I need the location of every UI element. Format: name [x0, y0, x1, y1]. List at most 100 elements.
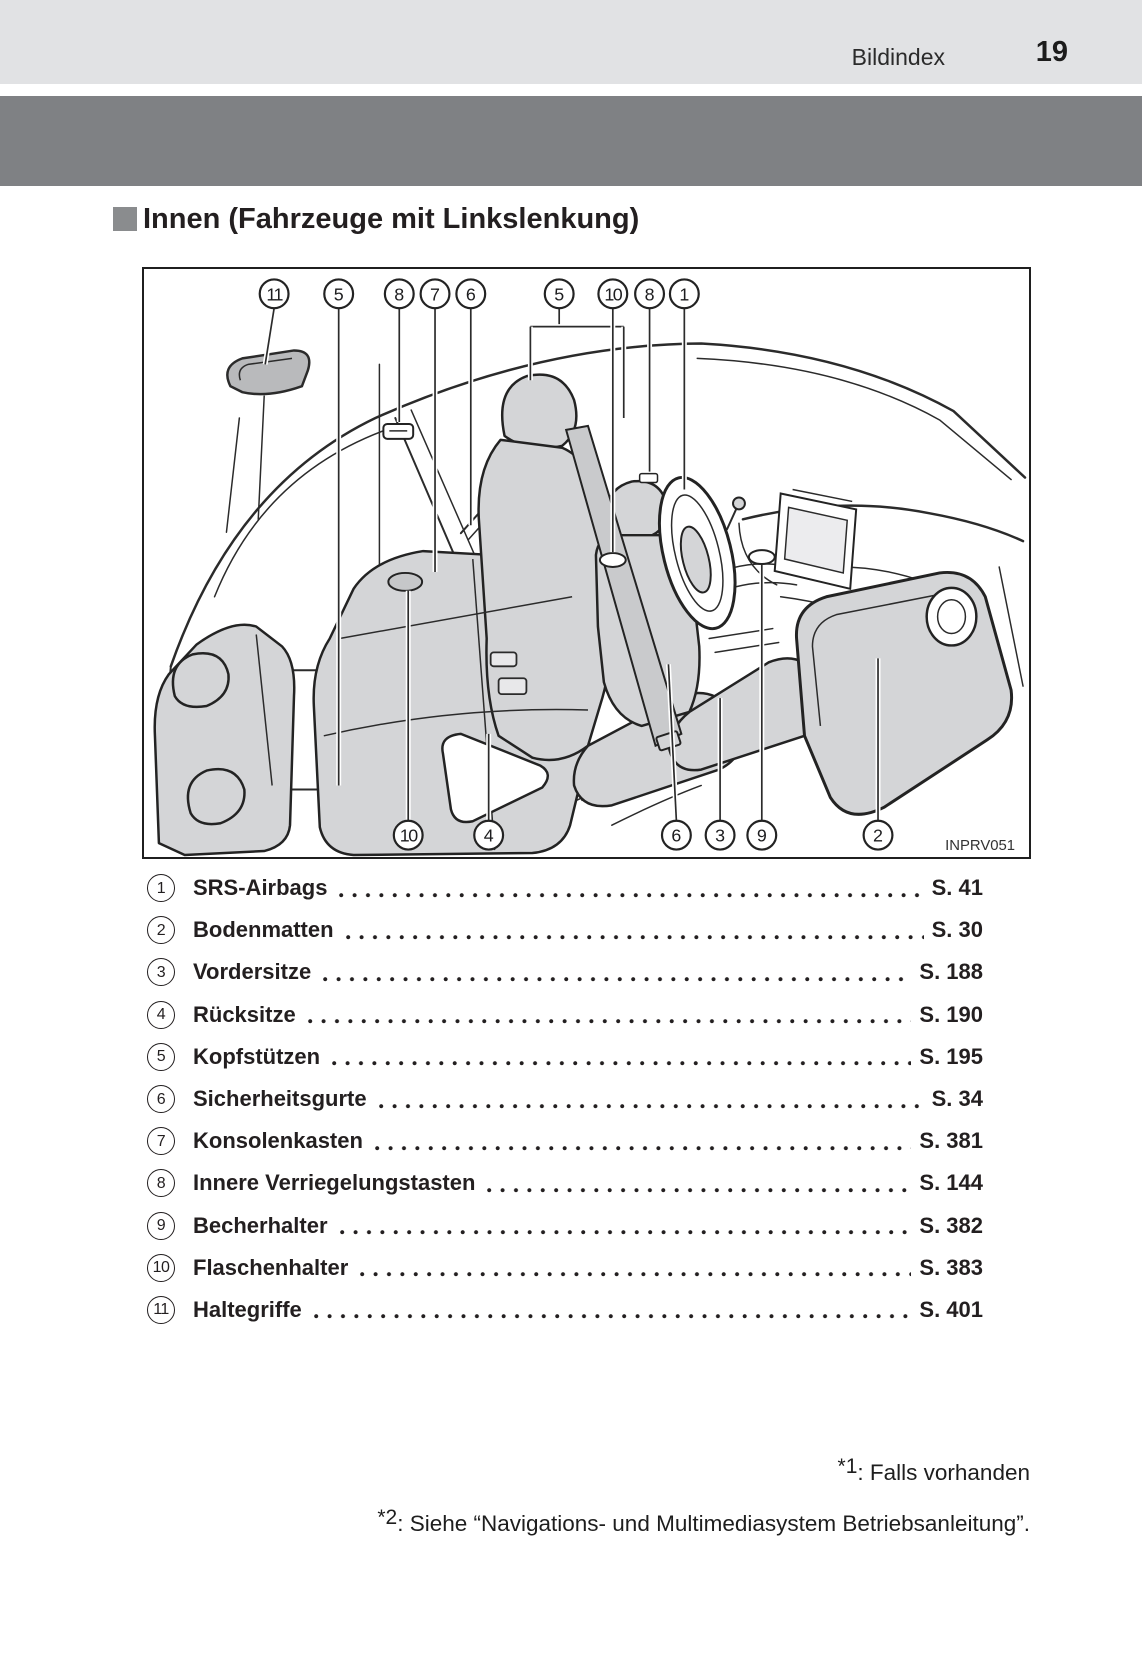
- seat-release-pocket: [441, 732, 550, 824]
- index-list-row: 3 Vordersitze S. 188: [147, 951, 983, 993]
- cup-holder: [747, 549, 776, 565]
- door-lock-button: [638, 472, 659, 484]
- index-list-row: 6 Sicherheitsgurte S. 34: [147, 1078, 983, 1120]
- index-item-page-ref: S. 144: [919, 1170, 983, 1196]
- index-item-label: Flaschenhalter: [193, 1254, 349, 1280]
- footnotes: *1: Falls vorhanden *2: Siehe “Navigatio…: [377, 1455, 1030, 1538]
- index-item-page-ref: S. 401: [919, 1296, 983, 1322]
- dotted-leader: [487, 1187, 912, 1193]
- svg-text:8: 8: [394, 284, 404, 304]
- bench-latch-lower: [497, 677, 528, 696]
- callout-number: 4: [156, 1006, 166, 1024]
- bottle-holder-front: [598, 552, 627, 568]
- dotted-leader: [378, 1103, 924, 1109]
- section-title: Innen (Fahrzeuge mit Linkslenkung): [143, 203, 640, 235]
- index-list-row: 8 Innere Verriegelungstasten S. 144: [147, 1162, 983, 1204]
- callout-number: 1: [156, 879, 166, 897]
- callout-number-badge: 9: [147, 1211, 175, 1240]
- seat-belt-strap: [564, 424, 683, 748]
- callout-number-badge: 3: [147, 958, 175, 987]
- floor-mat-shape: [795, 570, 1014, 816]
- diagram-callout-6: [455, 278, 487, 310]
- callout-number: 8: [156, 1174, 166, 1192]
- diagram-callout-1: [668, 278, 700, 310]
- svg-text:3: 3: [715, 826, 725, 846]
- dotted-leader: [339, 892, 924, 898]
- index-list-row: 11 Haltegriffe S. 401: [147, 1289, 983, 1331]
- svg-text:8: 8: [645, 284, 655, 304]
- svg-text:7: 7: [430, 284, 440, 304]
- grab-handle-shape: [226, 349, 311, 396]
- callout-number-badge: 4: [147, 1000, 175, 1029]
- dotted-leader: [360, 1272, 912, 1278]
- rear-headrest-upper: [171, 652, 230, 709]
- svg-text:4: 4: [484, 826, 494, 846]
- svg-text:1: 1: [679, 284, 689, 304]
- callout-number-badge: 5: [147, 1042, 175, 1071]
- diagram-callout-5: [543, 278, 575, 310]
- index-list-row: 5 Kopfstützen S. 195: [147, 1036, 983, 1078]
- callout-number: 7: [156, 1132, 166, 1150]
- dotted-leader: [313, 1314, 912, 1320]
- diagram-callout-8: [383, 278, 415, 310]
- svg-text:2: 2: [873, 826, 883, 846]
- index-list-row: 2 Bodenmatten S. 30: [147, 909, 983, 951]
- svg-text:6: 6: [671, 826, 681, 846]
- bottle-holder-rear: [387, 571, 424, 592]
- svg-text:10: 10: [400, 826, 418, 846]
- callout-number-badge: 8: [147, 1169, 175, 1198]
- nav-screen: [783, 506, 849, 574]
- index-item-page-ref: S. 382: [919, 1212, 983, 1238]
- index-item-page-ref: S. 383: [919, 1254, 983, 1280]
- diagram-callout-5: [323, 278, 355, 310]
- index-item-page-ref: S. 381: [919, 1128, 983, 1154]
- callout-number: 10: [152, 1259, 170, 1277]
- index-item-label: Becherhalter: [193, 1212, 328, 1238]
- svg-text:10: 10: [604, 284, 622, 304]
- dotted-leader: [339, 1230, 912, 1236]
- diagram-callout-6: [660, 819, 692, 851]
- page-number: 19: [1035, 36, 1068, 68]
- bench-latch-upper: [489, 651, 518, 668]
- index-list-row: 7 Konsolenkasten S. 381: [147, 1120, 983, 1162]
- footnote-2-text: : Siehe “Navigations- und Multimediasyst…: [397, 1511, 1030, 1536]
- callout-number-badge: 6: [147, 1085, 175, 1114]
- index-item-label: Rücksitze: [193, 1001, 296, 1027]
- callout-number: 5: [156, 1048, 166, 1066]
- index-item-page-ref: S. 41: [931, 875, 983, 901]
- dotted-leader: [307, 1019, 912, 1025]
- index-item-page-ref: S. 30: [931, 917, 983, 943]
- callout-number-badge: 7: [147, 1127, 175, 1156]
- square-bullet-icon: [113, 207, 137, 231]
- callout-number-badge: 2: [147, 916, 175, 945]
- footnote-2: *2: Siehe “Navigations- und Multimediasy…: [377, 1506, 1030, 1538]
- callout-number-badge: 10: [147, 1253, 175, 1282]
- diagram-callout-9: [746, 819, 778, 851]
- rear-headrest-lower: [186, 767, 246, 826]
- callout-number-badge: 11: [147, 1295, 175, 1324]
- index-item-page-ref: S. 34: [931, 1086, 983, 1112]
- diagram-callout-10: [392, 819, 424, 851]
- page-header-bar: Bildindex 19: [0, 0, 1142, 84]
- steering-wheel-shape: [658, 475, 737, 631]
- svg-text:6: 6: [466, 284, 476, 304]
- callout-number: 6: [156, 1090, 166, 1108]
- index-list-row: 1 SRS-Airbags S. 41: [147, 867, 983, 909]
- front-passenger-headrest: [500, 373, 578, 450]
- index-list-row: 9 Becherhalter S. 382: [147, 1205, 983, 1247]
- index-item-label: Konsolenkasten: [193, 1128, 363, 1154]
- callout-number: 9: [156, 1217, 166, 1235]
- callout-number: 11: [153, 1301, 169, 1319]
- shift-knob: [732, 496, 746, 511]
- diagram-callout-2: [862, 819, 894, 851]
- diagram-callout-8: [634, 278, 666, 310]
- index-list-row: 4 Rücksitze S. 190: [147, 994, 983, 1036]
- index-list-row: 10 Flaschenhalter S. 383: [147, 1247, 983, 1289]
- footnote-1-text: : Falls vorhanden: [857, 1460, 1030, 1485]
- index-item-label: Sicherheitsgurte: [193, 1086, 367, 1112]
- chapter-banner: [0, 96, 1142, 186]
- dotted-leader: [345, 934, 924, 940]
